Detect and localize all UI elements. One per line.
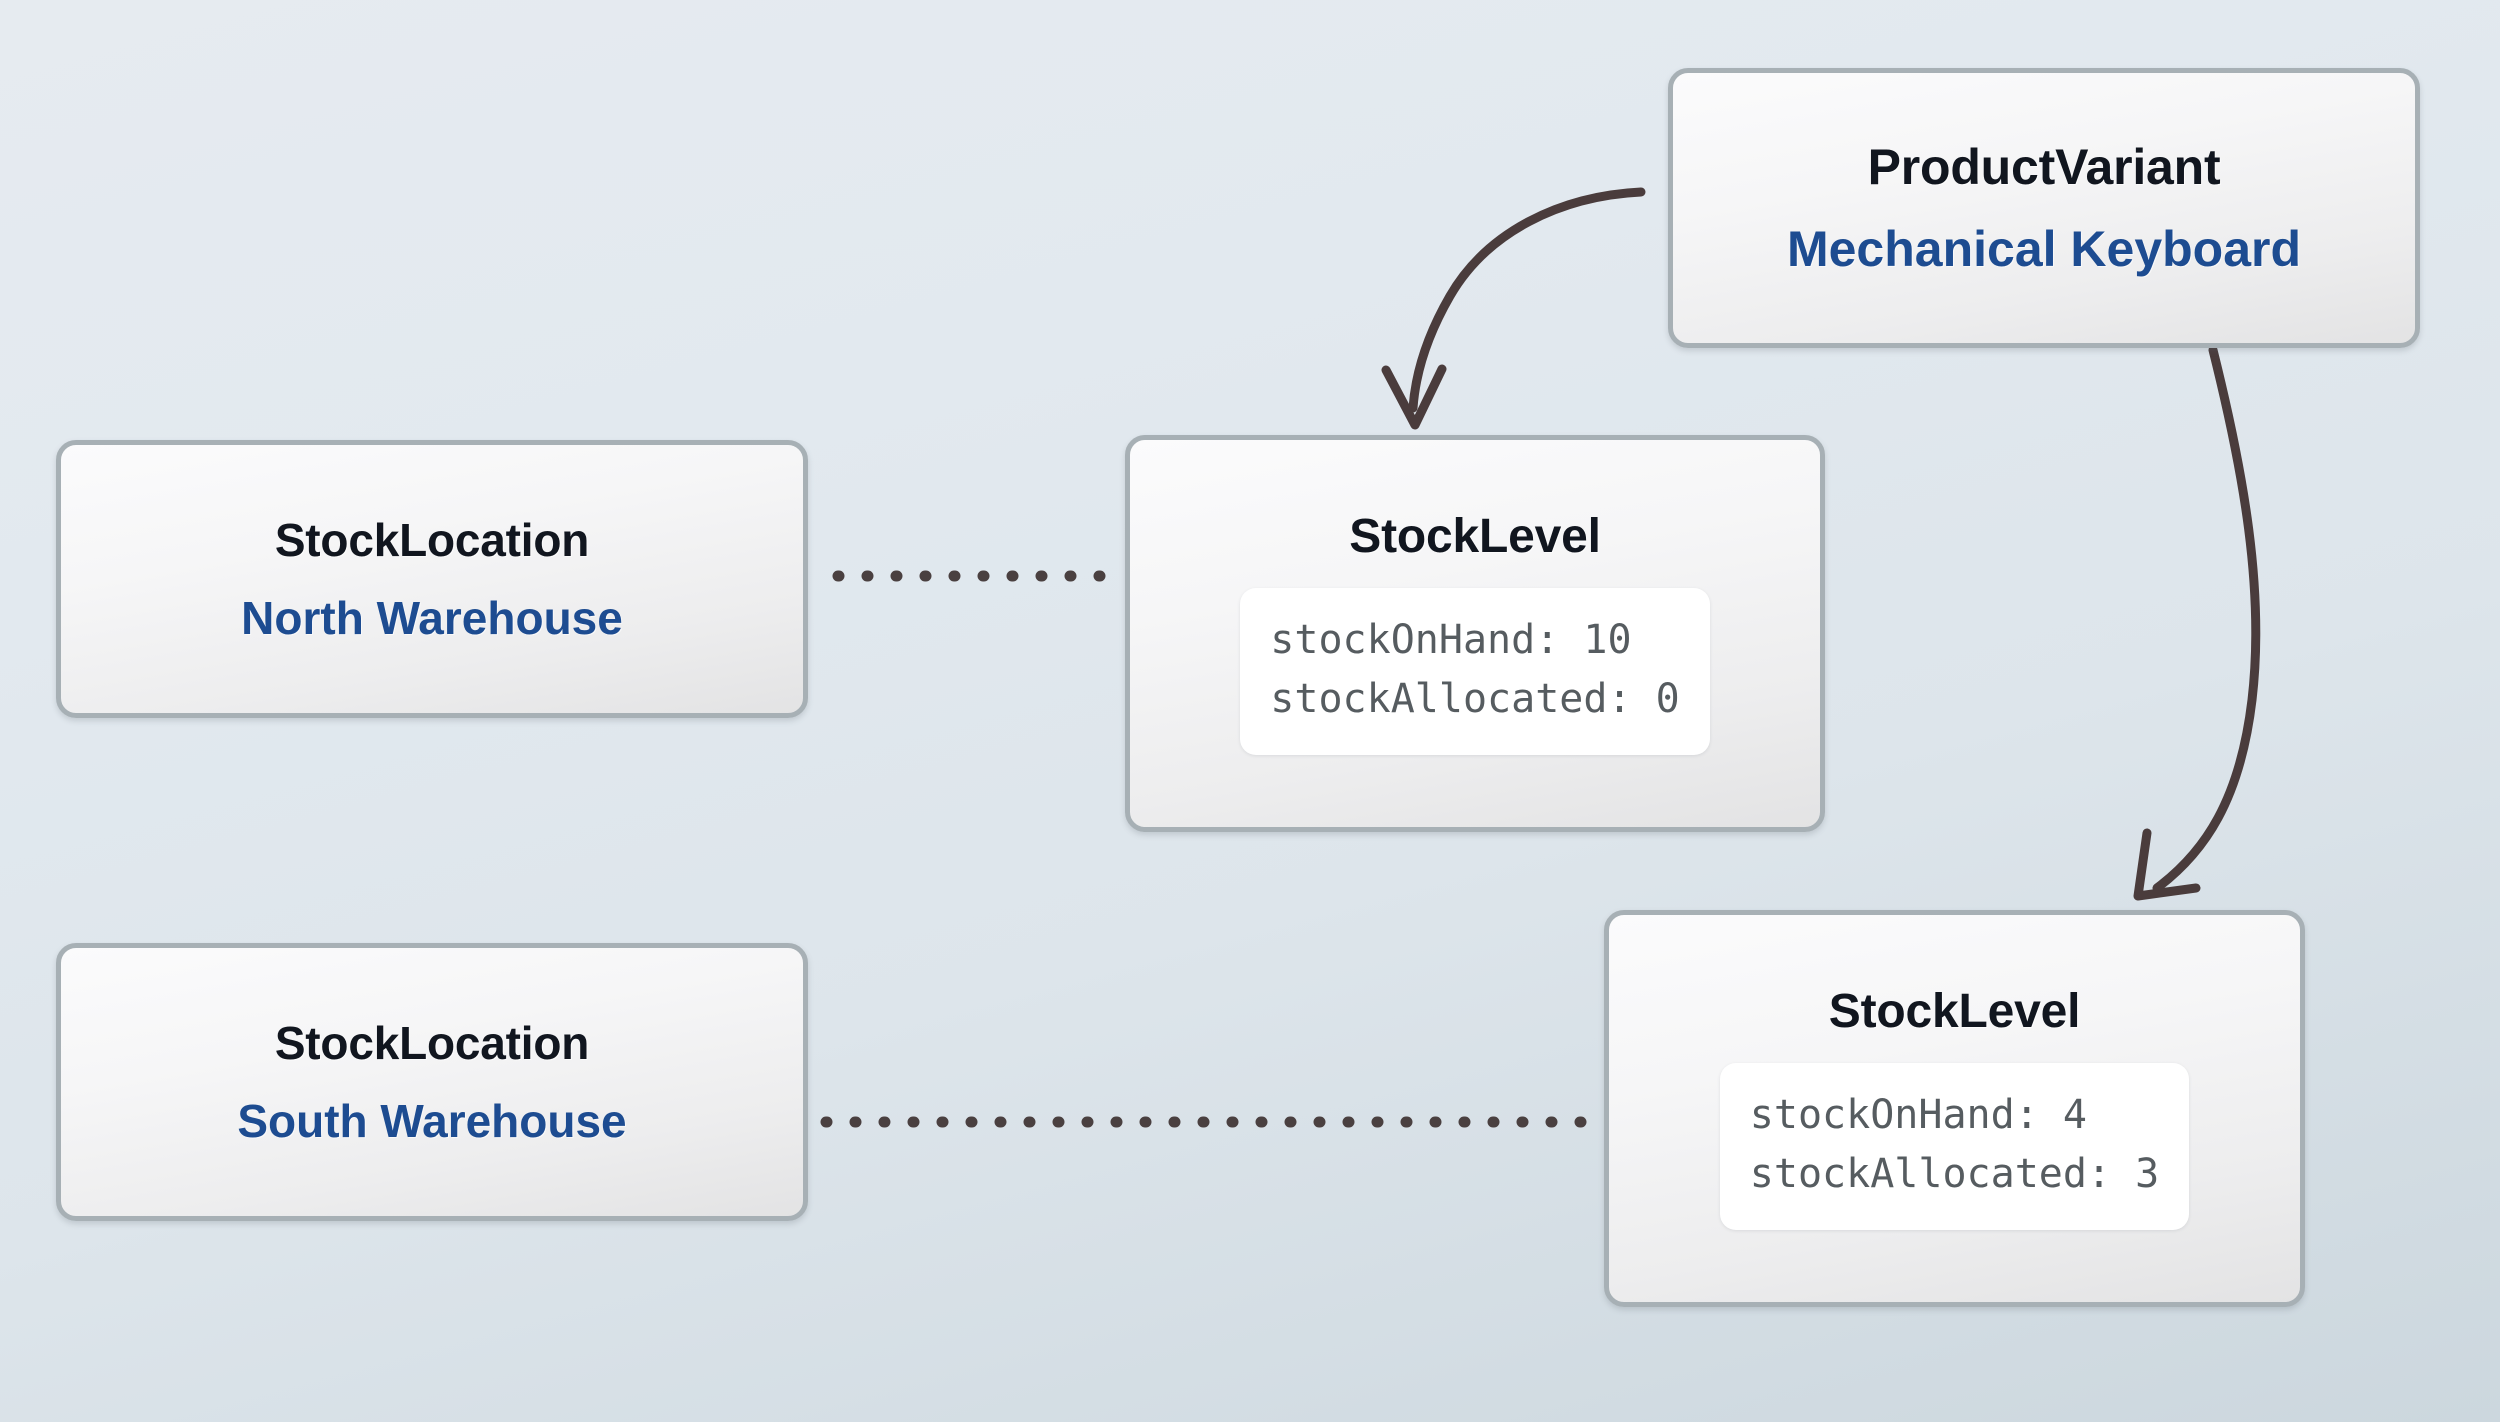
node-stock-level-1[interactable]: StockLevel stockOnHand: 10 stockAllocate… <box>1125 435 1825 832</box>
node-product-variant[interactable]: ProductVariant Mechanical Keyboard <box>1668 68 2420 348</box>
property-stock-on-hand: stockOnHand: 10 <box>1270 616 1632 663</box>
node-stock-level-1-type: StockLevel <box>1349 509 1601 563</box>
node-stock-location-north[interactable]: StockLocation North Warehouse <box>56 440 808 718</box>
node-stock-location-south[interactable]: StockLocation South Warehouse <box>56 943 808 1221</box>
node-stock-location-south-name: South Warehouse <box>237 1095 627 1147</box>
node-stock-location-north-name: North Warehouse <box>241 592 623 644</box>
property-stock-allocated: stockAllocated: 3 <box>1749 1150 2160 1197</box>
node-stock-location-south-type: StockLocation <box>274 1016 590 1069</box>
property-stock-allocated: stockAllocated: 0 <box>1270 675 1680 722</box>
node-stock-level-2[interactable]: StockLevel stockOnHand: 4 stockAllocated… <box>1604 910 2305 1307</box>
node-product-variant-type: ProductVariant <box>1867 138 2221 195</box>
node-stock-level-2-properties: stockOnHand: 4 stockAllocated: 3 <box>1719 1062 2190 1231</box>
node-stock-level-2-type: StockLevel <box>1828 984 2081 1038</box>
node-product-variant-name: Mechanical Keyboard <box>1786 221 2302 277</box>
node-stock-level-1-properties: stockOnHand: 10 stockAllocated: 0 <box>1240 587 1710 756</box>
property-stock-on-hand: stockOnHand: 4 <box>1749 1091 2087 1138</box>
edge-variant-to-stock-level-1 <box>1381 187 1646 430</box>
node-stock-location-north-type: StockLocation <box>274 513 590 566</box>
edge-variant-to-stock-level-2 <box>2133 345 2261 901</box>
